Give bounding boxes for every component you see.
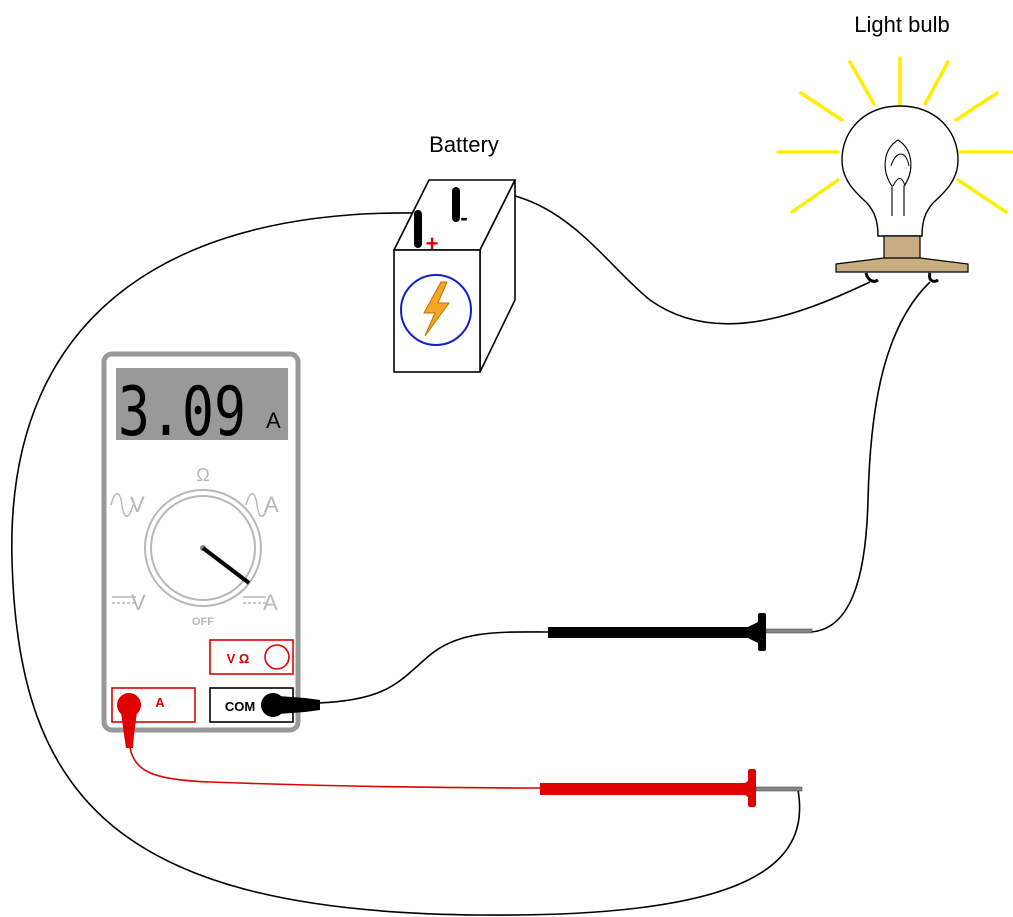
lightning-bolt-icon [423, 281, 450, 337]
dial-pointer [201, 546, 251, 585]
ac-wave-icon [245, 493, 269, 517]
dial-position-ohms: Ω [196, 465, 209, 485]
display-unit: A [266, 408, 281, 433]
black-test-lead-wire [317, 631, 549, 704]
dial-position-off: OFF [192, 616, 214, 628]
jack-socket [264, 644, 290, 670]
battery-label: Battery [429, 132, 499, 157]
battery-negative-label: - [460, 205, 467, 230]
wire-battery-positive-to-red-probe [11, 212, 801, 916]
dial-position-ac-amps: A [264, 492, 279, 517]
red-probe-tip [755, 786, 803, 792]
volt-ohm-jack-label: V Ω [227, 651, 250, 666]
battery: + - [392, 179, 517, 373]
wire-battery-negative-to-bulb [461, 189, 871, 325]
dial-position-ac-volts: V [130, 492, 145, 517]
bulb-glass [841, 105, 959, 237]
volt-ohm-jack[interactable]: V Ω [209, 639, 294, 675]
dc-symbol-icon [112, 596, 136, 604]
dc-symbol-icon [243, 596, 266, 604]
dial-position-dc-volts: V [131, 590, 146, 615]
bulb-filament [884, 139, 912, 216]
wire-bulb-to-black-probe [809, 281, 931, 633]
battery-positive-label: + [426, 231, 439, 256]
red-test-probe[interactable] [540, 769, 803, 807]
ac-wave-icon [110, 493, 134, 517]
black-probe-tip [765, 628, 813, 634]
red-plug [117, 693, 141, 717]
bulb-base [835, 257, 969, 273]
glow-rays [776, 56, 1013, 214]
light-bulb-label: Light bulb [854, 12, 949, 37]
dial-position-dc-amps: A [263, 590, 278, 615]
bulb-terminals [864, 272, 939, 283]
light-bulb [776, 56, 1013, 283]
amps-jack-label: A [155, 695, 165, 710]
common-jack-label: COM [225, 699, 255, 714]
display-reading: 3.09 [118, 373, 246, 452]
red-test-lead-wire [129, 747, 541, 789]
black-test-probe[interactable] [548, 613, 813, 651]
meter-display [116, 368, 288, 440]
multimeter: 3.09 A Ω OFF V V A A V Ω [101, 351, 320, 748]
